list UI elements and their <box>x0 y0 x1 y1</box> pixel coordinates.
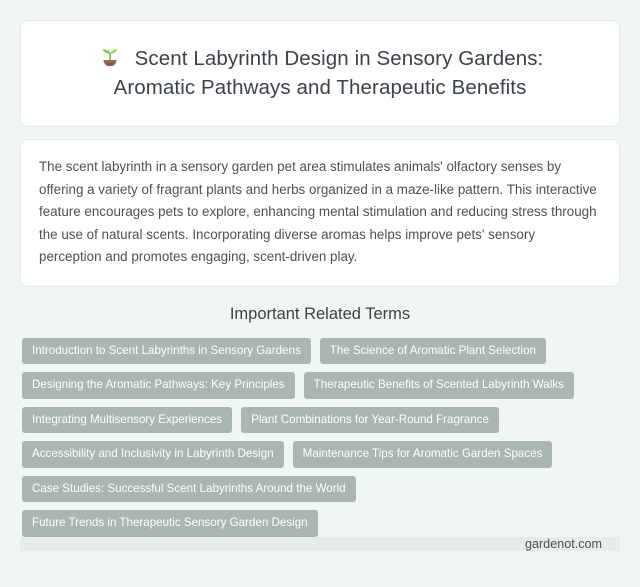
description-card: The scent labyrinth in a sensory garden … <box>20 139 620 287</box>
related-term-tag[interactable]: Case Studies: Successful Scent Labyrinth… <box>22 475 356 503</box>
related-term-tag[interactable]: Maintenance Tips for Aromatic Garden Spa… <box>292 441 553 468</box>
related-term-tag[interactable]: Designing the Aromatic Pathways: Key Pri… <box>22 372 295 399</box>
page-title-text-1: Scent Labyrinth Design in Sensory Garden… <box>134 47 544 70</box>
related-term-tag[interactable]: Plant Combinations for Year-Round Fragra… <box>241 406 499 434</box>
page-title: Scent Labyrinth Design in Sensory Garden… <box>47 43 593 102</box>
page-title-line-2: Aromatic Pathways and Therapeutic Benefi… <box>113 76 527 99</box>
footer-site-name: gardenot.com <box>524 537 602 552</box>
related-terms-list: Introduction to Scent Labyrinths in Sens… <box>20 337 620 538</box>
related-term-tag[interactable]: Therapeutic Benefits of Scented Labyrint… <box>303 372 574 399</box>
related-term-tag[interactable]: Integrating Multisensory Experiences <box>22 406 233 434</box>
footer-bar: gardenot.com <box>20 537 620 552</box>
seedling-icon <box>97 43 123 69</box>
related-term-tag[interactable]: Introduction to Scent Labyrinths in Sens… <box>22 337 311 365</box>
page-title-line-1: Scent Labyrinth Design in Sensory Garden… <box>47 43 593 73</box>
related-term-tag[interactable]: Accessibility and Inclusivity in Labyrin… <box>22 441 284 468</box>
description-text: The scent labyrinth in a sensory garden … <box>39 159 597 264</box>
related-term-tag[interactable]: Future Trends in Therapeutic Sensory Gar… <box>22 510 318 538</box>
related-terms-heading: Important Related Terms <box>229 304 411 323</box>
title-card: Scent Labyrinth Design in Sensory Garden… <box>20 20 620 127</box>
related-terms-section: Important Related Terms Introduction to … <box>20 305 620 538</box>
related-term-tag[interactable]: The Science of Aromatic Plant Selection <box>319 337 546 365</box>
